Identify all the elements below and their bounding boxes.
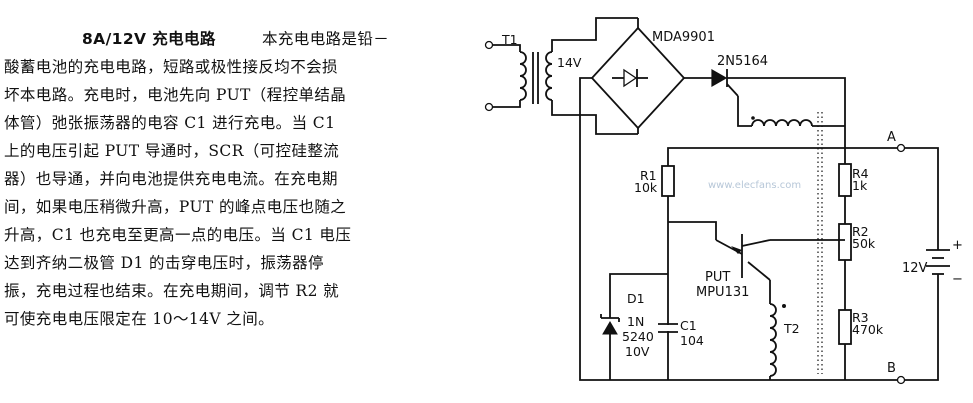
terminal-a-label: A bbox=[887, 130, 896, 145]
r2-value: 50k bbox=[852, 236, 876, 251]
d1-type: 1N bbox=[627, 314, 644, 329]
wire-battery-to-b bbox=[905, 282, 939, 381]
terminal-b[interactable] bbox=[896, 375, 906, 385]
wire-scr-cathode bbox=[727, 77, 846, 148]
t2-secondary-dot bbox=[751, 116, 755, 120]
c1-value: 104 bbox=[680, 333, 704, 348]
wire-scr-gate bbox=[737, 96, 752, 127]
text-line-1: 本充电电路是铅－ bbox=[262, 30, 390, 48]
text-line-10: 振，充电过程也结束。在充电期间，调节 R2 就 bbox=[4, 282, 340, 300]
r2-name: R2 bbox=[852, 224, 869, 239]
text-line-7: 间，如果电压稍微升高，PUT 的峰点电压也随之 bbox=[4, 198, 347, 216]
wire-secondary-top bbox=[551, 17, 638, 52]
put-part-label: MPU131 bbox=[696, 285, 749, 300]
t1-label: T1 bbox=[501, 32, 518, 47]
primary-winding bbox=[519, 51, 527, 101]
bridge-diode-icon bbox=[623, 68, 638, 88]
circuit-title: 8A/12V 充电电路 bbox=[82, 30, 216, 48]
text-line-8: 升高，C1 也充电至更高一点的电压。当 C1 电压 bbox=[4, 226, 352, 244]
put-transistor: PUT MPU131 bbox=[696, 234, 845, 300]
input-terminal-top bbox=[484, 40, 494, 50]
d1-voltage: 10V bbox=[625, 344, 650, 359]
resistor-r1: R1 10k bbox=[634, 165, 675, 197]
transformer-t1: T1 14V bbox=[484, 32, 582, 112]
scr-label: 2N5164 bbox=[717, 54, 768, 69]
text-line-9: 达到齐纳二极管 D1 的击穿电压时，振荡器停 bbox=[4, 254, 324, 272]
t2-primary-winding bbox=[769, 303, 777, 377]
put-label: PUT bbox=[705, 270, 730, 285]
d1-part: 5240 bbox=[622, 329, 654, 344]
t2-label: T2 bbox=[783, 321, 800, 336]
t2-primary-dot bbox=[782, 304, 786, 308]
text-line-2: 酸蓄电池的充电电路，短路或极性接反均不会损 bbox=[4, 58, 338, 76]
r1-value: 10k bbox=[634, 180, 658, 195]
zener-diode-d1: D1 1N 5240 10V bbox=[600, 291, 654, 380]
t2-secondary-winding bbox=[751, 119, 813, 127]
c1-name: C1 bbox=[680, 318, 697, 333]
text-line-6: 器）也导通，并向电池提供充电电流。在充电期 bbox=[4, 170, 338, 188]
battery-voltage-label: 12V bbox=[902, 261, 928, 276]
r3-value: 470k bbox=[852, 322, 884, 337]
wire-bridge-negative bbox=[579, 77, 610, 381]
text-line-5: 上的电压引起 PUT 导通时，SCR（可控硅整流 bbox=[4, 142, 340, 160]
resistor-r3: R3 470k bbox=[838, 309, 884, 345]
r3-name: R3 bbox=[852, 310, 869, 325]
d1-name: D1 bbox=[627, 291, 645, 306]
scr-gate-lead bbox=[726, 83, 739, 97]
wire-r1-to-put bbox=[668, 221, 717, 240]
battery-plus-label: + bbox=[952, 238, 963, 253]
wire-node-to-d1 bbox=[609, 273, 668, 318]
wire-positive-rail bbox=[667, 147, 845, 166]
battery-12v: + − 12V bbox=[902, 238, 963, 287]
secondary-winding bbox=[545, 51, 553, 101]
secondary-voltage-label: 14V bbox=[557, 55, 582, 70]
text-line-11: 可使充电电压限定在 10～14V 之间。 bbox=[4, 310, 274, 328]
text-line-4: 体管）弛张振荡器的电容 C1 进行充电。当 C1 bbox=[4, 114, 336, 132]
potentiometer-r2: R2 50k bbox=[838, 223, 876, 261]
battery-minus-label: − bbox=[952, 272, 963, 287]
bridge-rectifier: MDA9901 bbox=[590, 18, 715, 134]
terminal-b-label: B bbox=[887, 361, 896, 376]
resistor-r4: R4 1k bbox=[838, 148, 869, 197]
text-line-3: 坏本电路。充电时，电池先向 PUT（程控单结晶 bbox=[4, 86, 347, 104]
r4-value: 1k bbox=[852, 178, 868, 193]
scr-2n5164: 2N5164 bbox=[711, 54, 768, 97]
wire-a-to-battery bbox=[905, 147, 939, 244]
wire-secondary-bottom bbox=[551, 100, 638, 135]
input-terminal-bottom bbox=[484, 102, 494, 112]
watermark: www.elecfans.com bbox=[708, 180, 801, 191]
capacitor-c1: C1 104 bbox=[658, 318, 704, 348]
terminal-a[interactable] bbox=[896, 143, 906, 153]
r4-name: R4 bbox=[852, 166, 869, 181]
r1-name: R1 bbox=[640, 168, 657, 183]
bridge-label: MDA9901 bbox=[652, 30, 715, 45]
